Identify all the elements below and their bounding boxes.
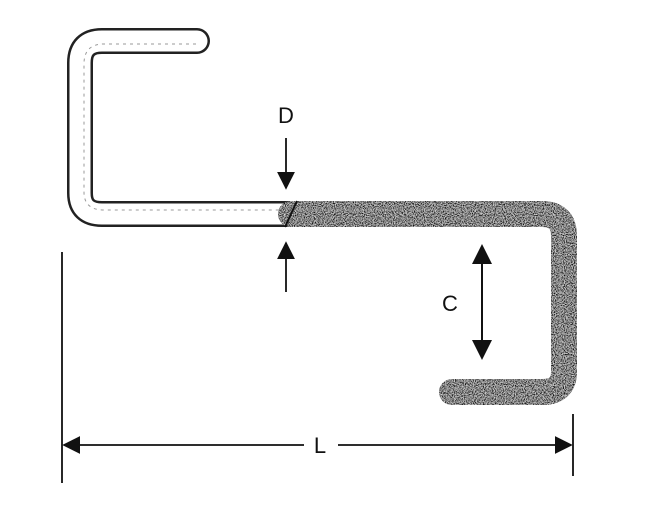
rod-threaded-section <box>278 201 577 405</box>
dimension-l-label: L <box>314 433 326 458</box>
dimension-l: L <box>61 252 574 483</box>
rod-light-section <box>67 28 304 227</box>
dimension-d: D <box>277 103 295 292</box>
dimension-c: C <box>442 244 492 360</box>
dimension-c-label: C <box>442 291 458 316</box>
section-boundary <box>284 200 298 228</box>
dimension-d-label: D <box>278 103 294 128</box>
